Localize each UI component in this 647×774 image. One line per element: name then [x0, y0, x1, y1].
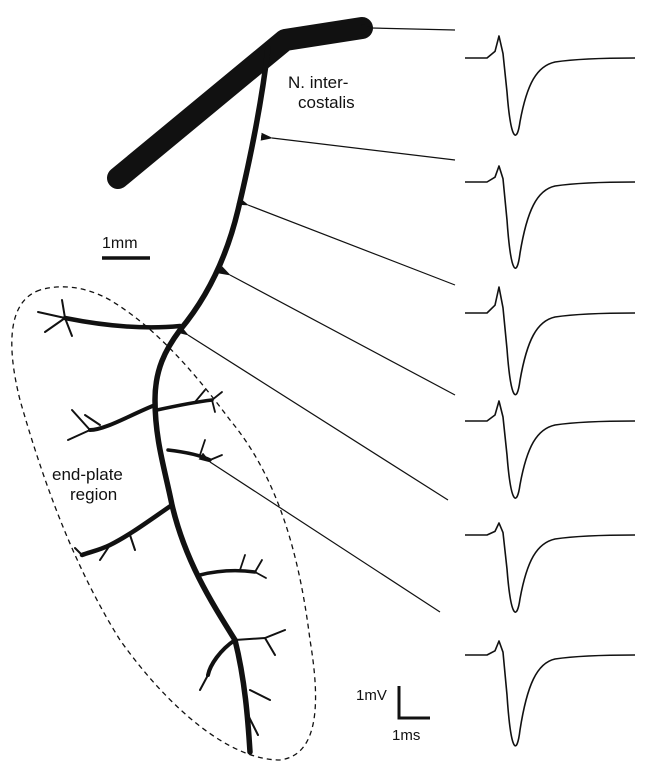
voltage-time-scale-bar: [399, 686, 430, 718]
recording-trace-3: [465, 287, 635, 395]
recording-trace-4: [465, 401, 635, 498]
nerve-label-line2: costalis: [298, 93, 355, 112]
recording-trace-2: [465, 166, 635, 268]
recording-trace-1: [465, 36, 635, 135]
voltage-scale-label: 1mV: [356, 687, 387, 704]
nerve-label-line1: N. inter-: [288, 73, 348, 92]
recording-arrows: [188, 28, 455, 612]
region-label-line1: end-plate: [52, 465, 123, 484]
region-label-line2: region: [70, 485, 117, 504]
recording-trace-5: [465, 523, 635, 612]
time-scale-label: 1ms: [392, 727, 420, 744]
recording-trace-6: [465, 641, 635, 746]
length-scale-label: 1mm: [102, 235, 138, 252]
recording-traces: [465, 36, 635, 746]
